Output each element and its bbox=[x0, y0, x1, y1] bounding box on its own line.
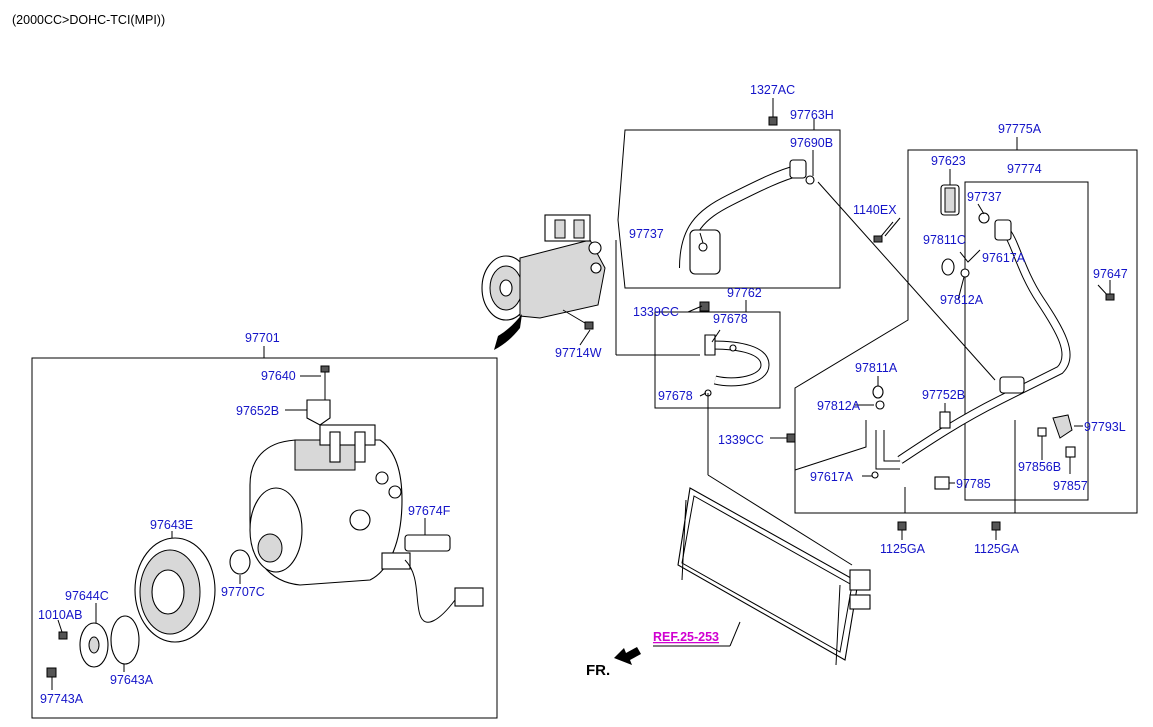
label-97690B[interactable]: 97690B bbox=[790, 136, 833, 150]
label-1125GA-a[interactable]: 1125GA bbox=[880, 542, 926, 556]
bolt-1125GA-b bbox=[991, 521, 1001, 531]
label-97752B[interactable]: 97752B bbox=[922, 388, 965, 402]
bracket-97793L bbox=[1052, 414, 1073, 439]
label-1339CC-mid[interactable]: 1339CC bbox=[718, 433, 764, 447]
label-97623[interactable]: 97623 bbox=[931, 154, 966, 168]
suction-hose-97763H bbox=[679, 159, 815, 275]
label-97743A[interactable]: 97743A bbox=[40, 692, 84, 706]
oring-97812A-mid bbox=[875, 400, 885, 410]
oring-97617A-bottom bbox=[871, 471, 879, 479]
label-97644C[interactable]: 97644C bbox=[65, 589, 109, 603]
label-97762[interactable]: 97762 bbox=[727, 286, 762, 300]
suction-hose-box bbox=[617, 129, 841, 289]
label-97678-bottom[interactable]: 97678 bbox=[658, 389, 693, 403]
bolt-97743A bbox=[46, 667, 57, 678]
label-97811C[interactable]: 97811C bbox=[923, 233, 966, 247]
label-97763H[interactable]: 97763H bbox=[790, 108, 834, 122]
label-97674F[interactable]: 97674F bbox=[408, 504, 451, 518]
oring-97737-right bbox=[978, 212, 990, 224]
receiver-tube-box bbox=[964, 181, 1089, 501]
sensor-97752B bbox=[939, 411, 951, 429]
bolt-97714W bbox=[562, 309, 594, 330]
bolt-97647 bbox=[1097, 284, 1115, 301]
label-97617A-top[interactable]: 97617A bbox=[982, 251, 1026, 265]
bolt-1010AB bbox=[58, 631, 68, 640]
label-1339CC-top[interactable]: 1339CC bbox=[633, 305, 679, 319]
label-97701[interactable]: 97701 bbox=[245, 331, 280, 345]
label-1125GA-b[interactable]: 1125GA bbox=[974, 542, 1020, 556]
nut-1339CC-mid bbox=[786, 433, 796, 443]
pressure-switch-97674F bbox=[381, 534, 484, 623]
bolt-97640 bbox=[320, 365, 330, 400]
condenser-illustration bbox=[677, 487, 871, 666]
label-97643A[interactable]: 97643A bbox=[110, 673, 154, 687]
label-97640[interactable]: 97640 bbox=[261, 369, 296, 383]
label-97811A[interactable]: 97811A bbox=[855, 361, 898, 375]
label-97643E[interactable]: 97643E bbox=[150, 518, 193, 532]
discharge-hose-box bbox=[654, 311, 781, 409]
cap-97811A bbox=[872, 385, 884, 399]
front-direction-label: FR. bbox=[586, 662, 610, 679]
label-97793L[interactable]: 97793L bbox=[1084, 420, 1126, 434]
label-97707C[interactable]: 97707C bbox=[221, 585, 265, 599]
oring-97812A-top bbox=[960, 268, 970, 278]
label-97785[interactable]: 97785 bbox=[956, 477, 991, 491]
leader-lines bbox=[51, 98, 1111, 690]
pulley-97643E bbox=[134, 537, 216, 643]
reference-link-25-253[interactable]: REF.25-253 bbox=[653, 630, 719, 644]
label-1010AB[interactable]: 1010AB bbox=[38, 608, 82, 622]
label-97774[interactable]: 97774 bbox=[1007, 162, 1042, 176]
label-97647[interactable]: 97647 bbox=[1093, 267, 1128, 281]
label-97775A[interactable]: 97775A bbox=[998, 122, 1042, 136]
discharge-hose-97762 bbox=[704, 334, 770, 397]
label-97737-right[interactable]: 97737 bbox=[967, 190, 1002, 204]
bolt-1140EX bbox=[873, 221, 894, 243]
label-97737-left[interactable]: 97737 bbox=[629, 227, 664, 241]
label-97652B[interactable]: 97652B bbox=[236, 404, 279, 418]
cap-97811C bbox=[941, 258, 955, 276]
bracket-97856B bbox=[1037, 427, 1047, 437]
compressor-small-illustration bbox=[481, 214, 606, 350]
bracket-97785 bbox=[934, 476, 950, 490]
bracket-97652B bbox=[306, 399, 331, 426]
receiver-drier-97623 bbox=[940, 184, 960, 216]
nut-1327AC bbox=[768, 116, 778, 126]
gasket-97707C bbox=[229, 549, 251, 575]
nut-97857 bbox=[1065, 446, 1076, 458]
label-1140EX[interactable]: 1140EX bbox=[853, 203, 897, 217]
compressor-large-illustration bbox=[249, 424, 403, 586]
liquid-tube-assembly-box bbox=[794, 149, 1138, 514]
bolt-1125GA-a bbox=[897, 521, 907, 531]
label-97856B[interactable]: 97856B bbox=[1018, 460, 1061, 474]
shim-97643A bbox=[110, 615, 140, 665]
label-97714W[interactable]: 97714W bbox=[555, 346, 602, 360]
label-97812A-mid[interactable]: 97812A bbox=[817, 399, 861, 413]
label-97857[interactable]: 97857 bbox=[1053, 479, 1088, 493]
label-97678-top[interactable]: 97678 bbox=[713, 312, 748, 326]
label-97812A-top[interactable]: 97812A bbox=[940, 293, 984, 307]
hub-97644C bbox=[79, 622, 109, 668]
label-1327AC[interactable]: 1327AC bbox=[750, 83, 795, 97]
engine-spec-header: (2000CC>DOHC-TCI(MPI)) bbox=[12, 13, 165, 27]
liquid-tube-97774 bbox=[875, 219, 1071, 470]
front-direction-arrow-icon bbox=[614, 647, 641, 665]
label-97617A-bottom[interactable]: 97617A bbox=[810, 470, 854, 484]
